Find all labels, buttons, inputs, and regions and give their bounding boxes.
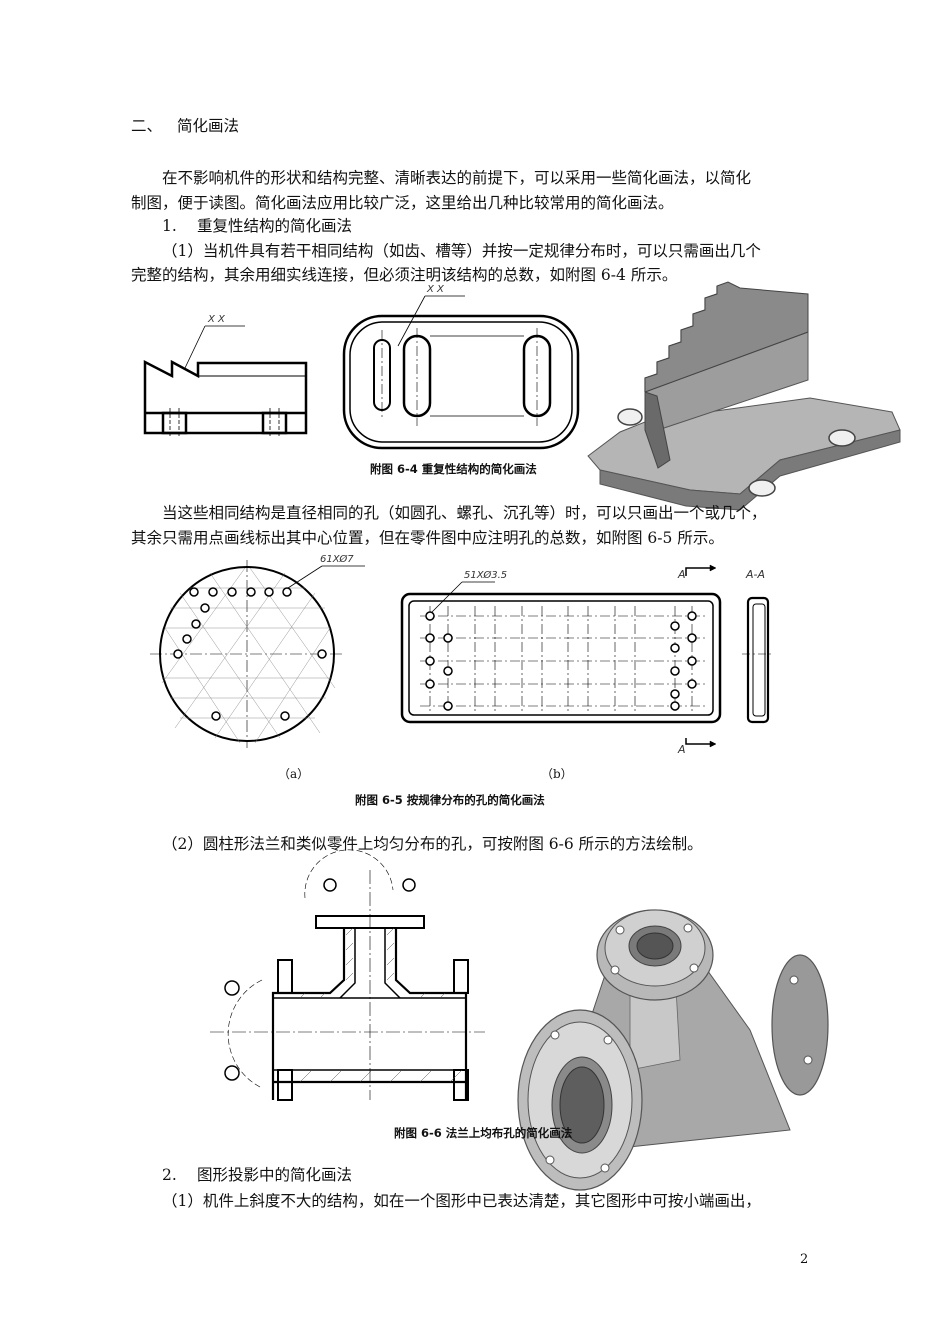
item2-title: 图形投影中的简化画法 bbox=[197, 1166, 353, 1184]
figure-6-5: 61XØ7 bbox=[150, 553, 774, 756]
section-title: 简化画法 bbox=[177, 117, 240, 135]
tee-section-drawing bbox=[210, 849, 485, 1101]
circular-plate-drawing bbox=[150, 560, 365, 748]
section-mark-bottom: A bbox=[677, 743, 686, 756]
subfigure-b-label: （b） bbox=[541, 767, 573, 781]
section-number: 二、 bbox=[131, 117, 163, 135]
figure-6-6-caption: 附图 6-6 法兰上均布孔的简化画法 bbox=[394, 1126, 573, 1140]
intro-line-2: 制图，便于读图。简化画法应用比较广泛，这里给出几种比较常用的简化画法。 bbox=[131, 194, 674, 212]
tee-3d-render bbox=[517, 909, 829, 1191]
para2-line-2: 其余只需用点画线标出其中心位置，但在零件图中应注明孔的总数，如附图 6-5 所示… bbox=[131, 529, 724, 547]
para3-line-1: （2）圆柱形法兰和类似零件上均匀分布的孔，可按附图 6-6 所示的方法绘制。 bbox=[162, 835, 703, 853]
figure-6-4: X X X X bbox=[143, 281, 901, 511]
section-view-label: A-A bbox=[745, 568, 765, 581]
intro-line-1: 在不影响机件的形状和结构完整、清晰表达的前提下，可以采用一些简化画法，以简化 bbox=[162, 169, 752, 187]
slotted-plate-drawing bbox=[342, 295, 580, 450]
page-number: 2 bbox=[800, 1252, 809, 1267]
rack-3d-render bbox=[587, 281, 901, 511]
item2-number: 2. bbox=[162, 1166, 177, 1184]
figure-6-6 bbox=[210, 849, 829, 1191]
section-mark-top: A bbox=[677, 568, 686, 581]
figure-6-4-caption: 附图 6-4 重复性结构的简化画法 bbox=[370, 462, 537, 476]
item1-number: 1. bbox=[162, 217, 177, 235]
dim-label-1: X X bbox=[207, 314, 226, 325]
rack-section-drawing bbox=[143, 325, 308, 438]
figure-6-5-caption: 附图 6-5 按规律分布的孔的简化画法 bbox=[355, 793, 545, 807]
para4-line-1: （1）机件上斜度不大的结构，如在一个图形中已表达清楚，其它图形中可按小端画出， bbox=[162, 1192, 761, 1210]
para1-line-1: （1）当机件具有若干相同结构（如齿、槽等）并按一定规律分布时，可以只需画出几个 bbox=[162, 242, 761, 260]
dim-label-2: X X bbox=[426, 284, 445, 295]
dim-label-a: 61XØ7 bbox=[320, 553, 354, 565]
dim-label-b: 51XØ3.5 bbox=[464, 569, 507, 581]
item1-title: 重复性结构的简化画法 bbox=[197, 217, 353, 235]
para1-line-2: 完整的结构，其余用细实线连接，但必须注明该结构的总数，如附图 6-4 所示。 bbox=[131, 266, 678, 284]
rectangular-plate-drawing bbox=[400, 564, 774, 748]
para2-line-1: 当这些相同结构是直径相同的孔（如圆孔、螺孔、沉孔等）时，可以只画出一个或几个， bbox=[162, 504, 767, 522]
subfigure-a-label: （a） bbox=[278, 767, 310, 781]
